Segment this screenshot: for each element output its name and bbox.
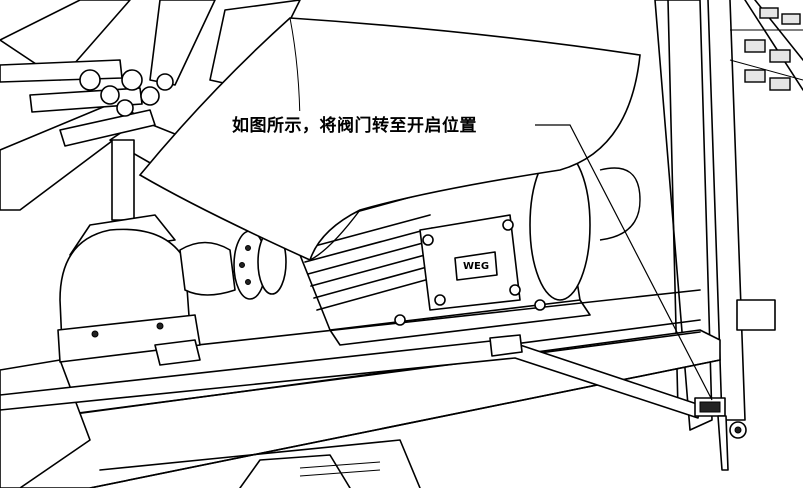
valve-instruction-callout: 如图所示，将阀门转至开启位置 [232, 111, 477, 136]
motor-badge: WEG [462, 261, 490, 272]
callout-leader-line [535, 124, 713, 401]
pump [57, 139, 236, 366]
piping-top-left [0, 59, 174, 147]
right-frame [654, 0, 803, 431]
valve [694, 397, 747, 471]
page-curl [138, 17, 641, 262]
